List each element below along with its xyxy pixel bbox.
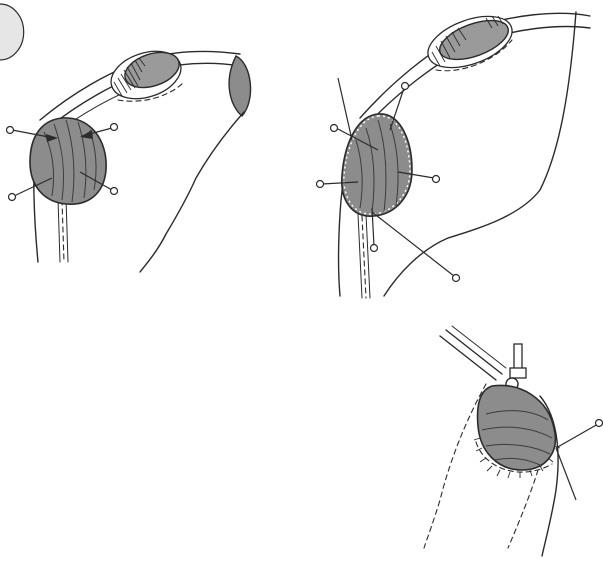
garment-dash-right (508, 470, 538, 548)
placket-dash (62, 200, 64, 262)
pin-icon (371, 245, 378, 252)
panel-machine-stitching (424, 326, 603, 556)
garment-dash-left (424, 384, 486, 548)
placket-dash (362, 216, 366, 298)
placket-line-b (366, 214, 370, 298)
placket-line-a (358, 214, 362, 298)
patch-right (342, 114, 412, 216)
panel-pinned-patch (0, 4, 251, 272)
strap-line-c (452, 326, 506, 368)
patch-left (30, 118, 106, 204)
sleeve-opening (229, 56, 250, 116)
strap-line-b (446, 330, 502, 374)
pin-icon (433, 176, 440, 183)
placket-line-a (58, 198, 60, 262)
pin-icon (111, 124, 118, 131)
pin-icon (317, 181, 324, 188)
pin-icon (596, 420, 603, 427)
garment-outline (140, 112, 244, 272)
magnifier-circle-fragment (0, 4, 24, 60)
pin-icon (331, 125, 338, 132)
pin-icon (402, 83, 409, 90)
pin-icon (9, 194, 16, 201)
placket-line-b (66, 198, 68, 262)
pin-icon (453, 275, 460, 282)
pin-icon (7, 127, 14, 134)
strap-line-a (440, 336, 496, 380)
pin-icon (111, 188, 118, 195)
panel-patch-basting (317, 6, 591, 298)
pin-group-3 (556, 420, 603, 501)
button-tab (421, 6, 519, 77)
